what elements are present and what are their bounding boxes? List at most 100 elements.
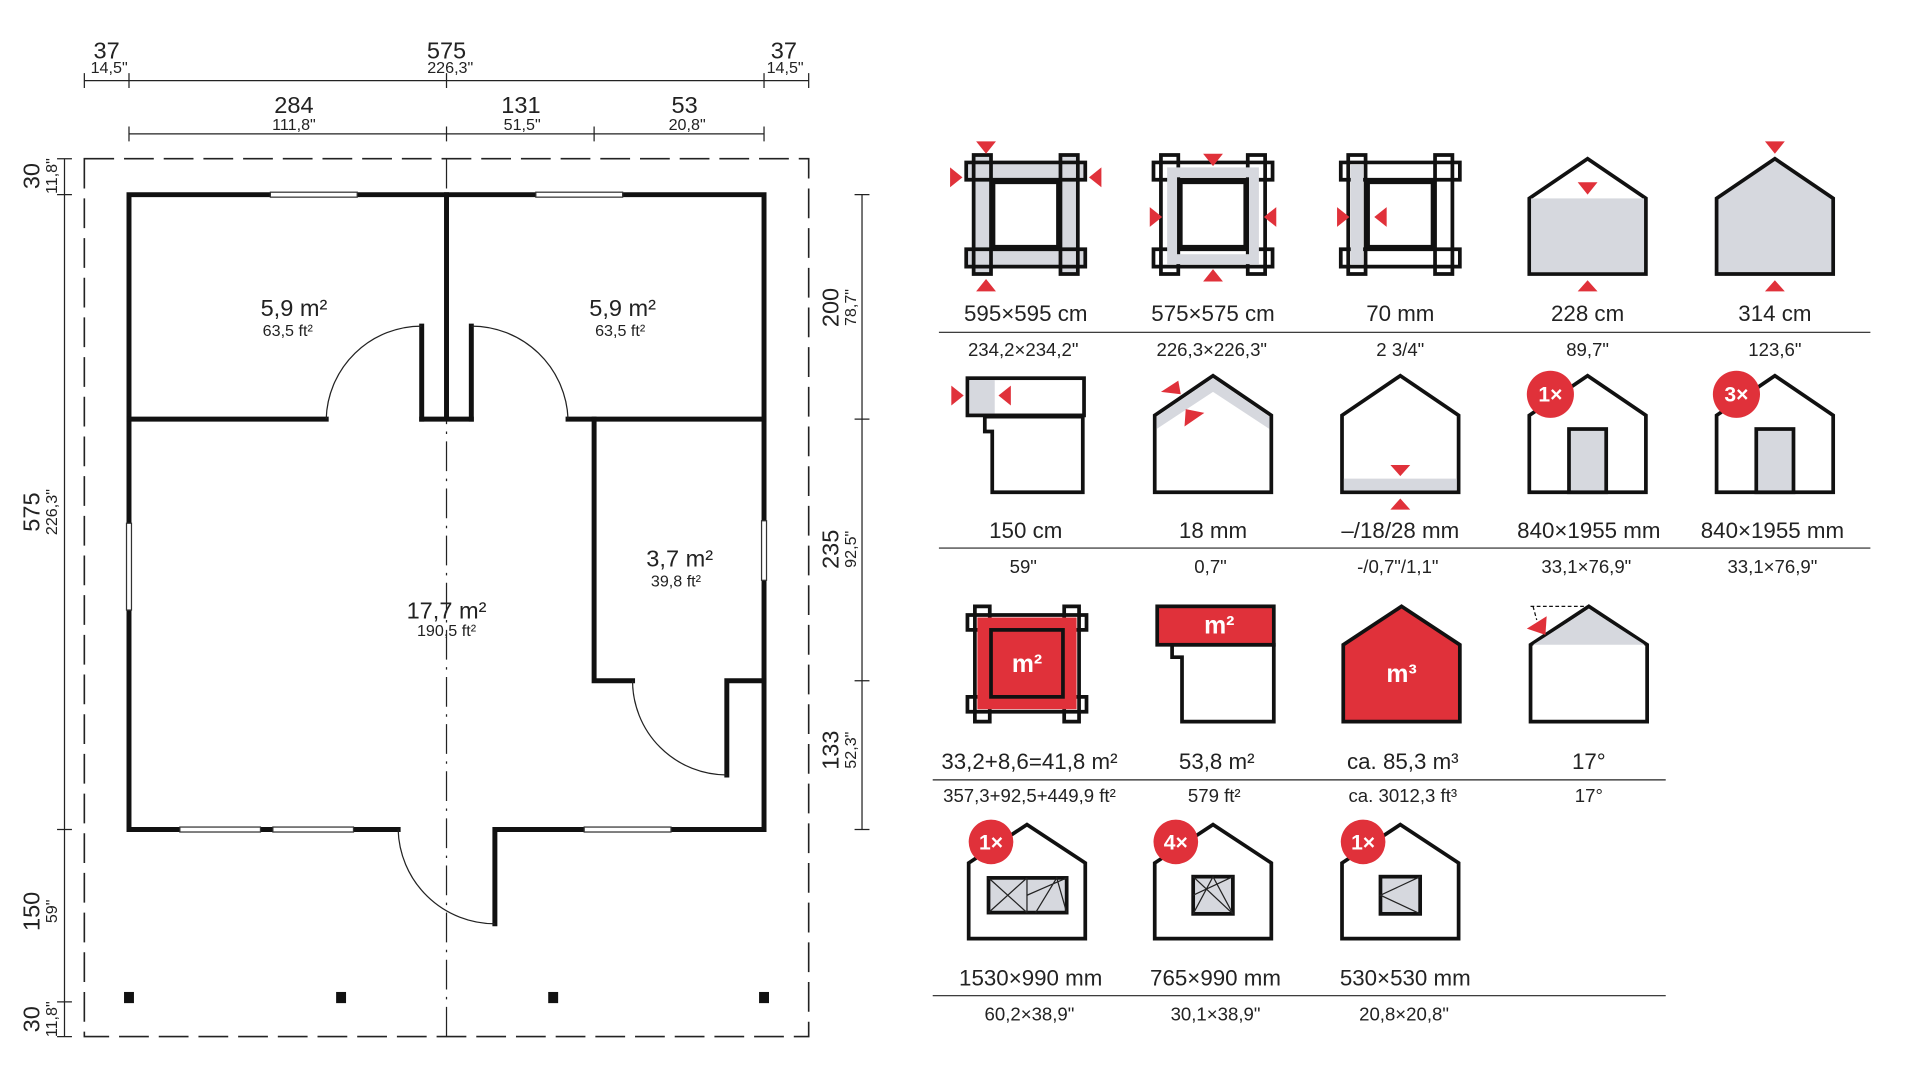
floor-plan: 37 14,5" 575 226,3" 37 14,5" 284 111,8" … xyxy=(19,37,870,1038)
dim-label: 575 xyxy=(19,492,45,531)
dim-label: 30 xyxy=(19,163,45,189)
spec-imperial: 89,7" xyxy=(1566,339,1609,360)
dim-label-inch: 20,8" xyxy=(669,116,706,134)
spec-imperial: 30,1×38,9" xyxy=(1171,1003,1261,1024)
footprint-icon xyxy=(950,141,1102,292)
spec-metric: 840×1955 mm xyxy=(1701,518,1844,543)
dim-label-inch: 92,5" xyxy=(842,530,860,567)
wall-dimensions-icon xyxy=(1149,153,1277,282)
floor-area-icon: m² xyxy=(965,604,1089,724)
spec-metric: 1530×990 mm xyxy=(959,966,1102,991)
quantity-badge xyxy=(1340,819,1386,865)
spec-metric: 33,2+8,6=41,8 m² xyxy=(941,749,1117,774)
right-dimension-line: 200 78,7" 235 92,5" 133 52,3" xyxy=(817,194,870,831)
top-dimension-line: 37 14,5" 575 226,3" 37 14,5" xyxy=(83,37,810,89)
dim-label-inch: 226,3" xyxy=(427,59,473,77)
porch-posts xyxy=(124,991,769,1004)
dim-label-inch: 111,8" xyxy=(272,116,316,134)
dim-label-inch: 52,3" xyxy=(842,731,860,768)
spec-metric: 575×575 cm xyxy=(1151,301,1274,326)
dim-label-inch: 59" xyxy=(43,899,61,923)
sub-dimension-line: 284 111,8" 131 51,5" 53 20,8" xyxy=(128,92,765,142)
spec-imperial: 20,8×20,8" xyxy=(1359,1003,1449,1024)
room-area-ft: 190,5 ft² xyxy=(417,622,477,640)
dim-label: 37 xyxy=(94,37,120,63)
window-icon: 1× xyxy=(1340,819,1461,941)
quantity-badge xyxy=(968,819,1014,865)
icon-label: m³ xyxy=(1386,661,1416,688)
dim-label: 150 xyxy=(19,892,45,931)
spec-metric: 53,8 m² xyxy=(1179,749,1255,774)
icon-label: m² xyxy=(1012,651,1042,678)
door-swings xyxy=(325,325,727,925)
badge-text: 1× xyxy=(1538,384,1562,407)
dim-label: 131 xyxy=(501,92,540,118)
floor-thickness-icon xyxy=(1340,373,1461,510)
spec-metric: 18 mm xyxy=(1179,518,1247,543)
quantity-badge xyxy=(1153,819,1199,865)
spec-imperial: 33,1×76,9" xyxy=(1727,556,1817,577)
dim-label: 53 xyxy=(672,92,698,118)
window-icon: 1× xyxy=(966,819,1088,941)
spec-metric: 530×530 mm xyxy=(1340,966,1471,991)
spec-metric: 314 cm xyxy=(1738,301,1811,326)
spec-imperial: -/0,7"/1,1" xyxy=(1357,556,1438,577)
spec-metric: 765×990 mm xyxy=(1150,966,1281,991)
dim-label-inch: 14,5" xyxy=(767,59,804,77)
wall-thickness-icon xyxy=(1337,153,1462,276)
door-icon: 3× xyxy=(1712,370,1836,495)
dim-label-inch: 78,7" xyxy=(842,289,860,326)
dim-label-inch: 51,5" xyxy=(504,116,541,134)
badge-text: 3× xyxy=(1724,384,1748,407)
room-area-ft: 39,8 ft² xyxy=(651,573,702,591)
room-label: 3,7 m² 39,8 ft² xyxy=(646,546,713,591)
dim-label: 235 xyxy=(817,530,843,569)
dim-label: 575 xyxy=(427,37,466,63)
dim-label: 133 xyxy=(817,731,843,770)
spec-metric: 228 cm xyxy=(1551,301,1624,326)
quantity-badge xyxy=(1526,370,1574,418)
room-area: 5,9 m² xyxy=(261,295,328,321)
room-label: 5,9 m² 63,5 ft² xyxy=(261,295,328,340)
spec-imperial: 33,1×76,9" xyxy=(1541,556,1631,577)
spec-metric: 70 mm xyxy=(1366,301,1434,326)
badge-text: 1× xyxy=(979,831,1003,854)
spec-imperial: 579 ft² xyxy=(1188,785,1241,806)
dim-label-inch: 11,8" xyxy=(43,1001,61,1037)
spec-metric: 840×1955 mm xyxy=(1517,518,1660,543)
dim-label: 284 xyxy=(274,92,313,118)
badge-text: 4× xyxy=(1164,831,1188,854)
dim-label-inch: 11,8" xyxy=(43,158,61,194)
spec-metric: –/18/28 mm xyxy=(1341,518,1459,543)
window-icon: 4× xyxy=(1152,819,1274,941)
ridge-height-icon xyxy=(1714,141,1836,292)
left-dimension-line: 30 11,8" 575 226,3" 150 59" 30 11,8" xyxy=(19,158,72,1038)
volume-icon: m³ xyxy=(1341,604,1462,724)
spec-imperial: 17° xyxy=(1575,785,1603,806)
roof-pitch-icon xyxy=(1526,604,1649,724)
room-area-ft: 63,5 ft² xyxy=(595,322,646,340)
room-area: 5,9 m² xyxy=(589,295,656,321)
spec-imperial: 60,2×38,9" xyxy=(985,1003,1075,1024)
badge-text: 1× xyxy=(1351,831,1375,854)
roof-area-icon: m² xyxy=(1155,604,1276,724)
spec-grid: 595×595 cm 234,2×234,2" 575×575 cm 226,3… xyxy=(932,141,1871,1024)
spec-imperial: 357,3+92,5+449,9 ft² xyxy=(943,785,1116,806)
roof-overhang-icon xyxy=(951,376,1086,495)
quantity-badge xyxy=(1712,370,1760,418)
room-label: 17,7 m² 190,5 ft² xyxy=(407,598,487,640)
spec-imperial: 59" xyxy=(1010,556,1037,577)
door-icon: 1× xyxy=(1526,370,1648,495)
icon-label: m² xyxy=(1204,613,1234,640)
dim-label: 30 xyxy=(19,1006,45,1032)
spec-metric: 150 cm xyxy=(989,518,1062,543)
spec-imperial: 2 3/4" xyxy=(1376,339,1424,360)
room-label: 5,9 m² 63,5 ft² xyxy=(589,295,656,340)
dim-label-inch: 226,3" xyxy=(43,489,61,535)
windows xyxy=(125,191,768,833)
spec-metric: ca. 85,3 m³ xyxy=(1347,749,1459,774)
dim-label-inch: 14,5" xyxy=(91,59,128,77)
room-area: 17,7 m² xyxy=(407,598,487,624)
spec-metric: 595×595 cm xyxy=(964,301,1087,326)
